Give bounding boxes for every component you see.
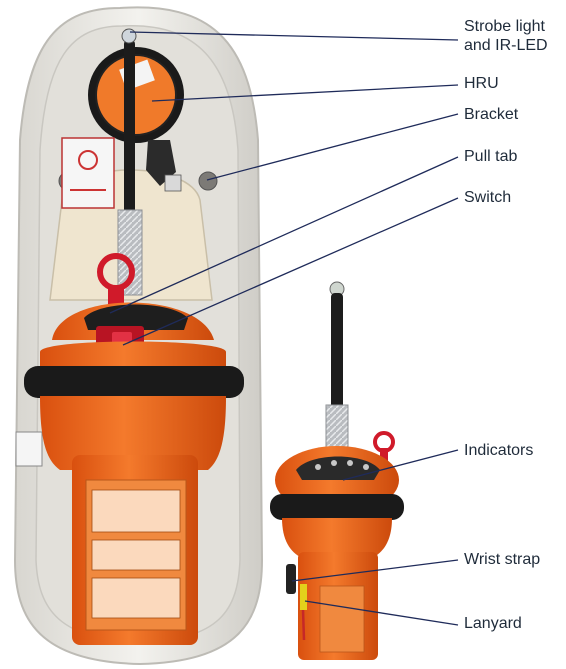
- strobe-light-dome: [121, 28, 137, 44]
- indicator-led-1: [315, 464, 321, 470]
- label-wrist-strap: Wrist strap: [464, 551, 541, 568]
- indicator-panel: [296, 456, 380, 480]
- beacon-upper-body: [40, 341, 226, 368]
- standalone-beacon-photo: [270, 281, 404, 660]
- leader-switch: [122, 197, 459, 346]
- hru-face: [95, 54, 177, 136]
- bracket-latch: [146, 140, 176, 186]
- label-strobe-light: Strobe light and IR-LED: [464, 17, 548, 55]
- wrist-strap: [286, 564, 296, 594]
- label-hru: HRU: [464, 75, 499, 92]
- antenna-reflector: [117, 209, 143, 296]
- label-indicators: Indicators: [464, 442, 534, 459]
- side-clip: [15, 431, 43, 467]
- instruction-sticker: [61, 137, 115, 209]
- label-strobe-light-line1: Strobe light: [464, 18, 545, 35]
- label-pull-tab: Pull tab: [464, 148, 518, 165]
- beacon-black-band-small: [270, 494, 404, 520]
- leader-lines: [109, 31, 459, 626]
- indicator-led-3: [347, 460, 353, 466]
- bracket-tag: [164, 174, 182, 192]
- bracket-screw-right: [198, 171, 218, 191]
- lanyard-cord: [301, 609, 306, 641]
- label-switch: Switch: [464, 189, 512, 206]
- label-lanyard: Lanyard: [464, 615, 522, 632]
- leader-wrist-strap: [291, 559, 459, 582]
- leader-bracket: [206, 113, 459, 181]
- indicator-led-4: [363, 464, 369, 470]
- leader-hru: [151, 84, 459, 102]
- antenna-rod-small: [331, 293, 343, 421]
- leader-lanyard: [304, 600, 459, 626]
- leader-strobe-light: [129, 31, 459, 41]
- indicator-led-2: [331, 460, 337, 466]
- antenna-reflector-small: [325, 404, 349, 454]
- beacon-lower-small: [282, 518, 392, 558]
- mounted-beacon-photo: [13, 6, 264, 666]
- label-strobe-light-line2: and IR-LED: [464, 37, 548, 54]
- label-bracket: Bracket: [464, 106, 519, 123]
- beacon-black-band: [24, 366, 244, 398]
- lanyard-clip: [300, 584, 307, 610]
- antenna-rod: [124, 40, 135, 220]
- beacon-lower-body: [40, 396, 226, 470]
- leader-indicators: [342, 449, 459, 481]
- beacon-top-panel: [84, 304, 188, 330]
- leader-pull-tab: [109, 156, 459, 314]
